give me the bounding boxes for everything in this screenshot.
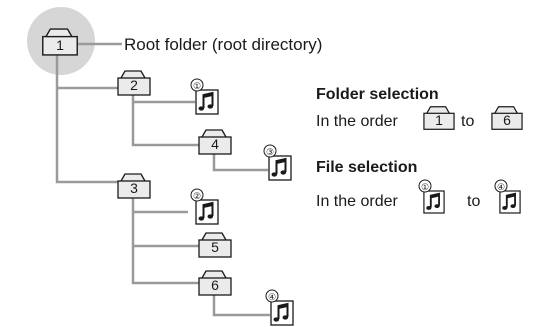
file-3: ③ <box>263 144 292 181</box>
music-file-icon <box>195 89 219 115</box>
folder-5: 5 <box>198 232 232 258</box>
legend-folder-to: 6 <box>503 112 511 128</box>
file-selection-to: to <box>467 193 480 210</box>
file-selection-title: File selection <box>316 159 417 176</box>
legend-file-to-mark: ④ <box>497 182 505 192</box>
folder-2-number: 2 <box>130 77 138 93</box>
music-file-icon <box>270 300 294 326</box>
file-1: ① <box>190 78 219 115</box>
folder-2: 2 <box>117 70 151 96</box>
root-folder-label: Root folder (root directory) <box>124 35 322 54</box>
tree-connector-lines <box>55 42 270 317</box>
folder-selection-title: Folder selection <box>316 86 439 103</box>
file-4: ④ <box>265 289 294 326</box>
music-file-icon <box>423 190 445 214</box>
folder-6: 6 <box>198 270 232 296</box>
music-file-icon <box>268 155 292 181</box>
folder-selection-prefix: In the order <box>316 113 399 130</box>
folder-4: 4 <box>198 129 232 155</box>
legend-file-from-mark: ① <box>421 182 429 192</box>
folder-4-number: 4 <box>211 136 219 152</box>
music-file-icon <box>195 199 219 225</box>
file-4-mark: ④ <box>268 292 276 302</box>
legend-file-selection: File selection In the order ① to ④ <box>316 159 521 214</box>
folder-5-number: 5 <box>211 239 219 255</box>
legend-folder-selection: Folder selection In the order 1 to 6 <box>316 86 523 130</box>
root-folder-number: 1 <box>56 37 64 53</box>
folder-6-number: 6 <box>211 277 219 293</box>
file-3-mark: ③ <box>266 147 274 157</box>
file-1-mark: ① <box>193 81 201 91</box>
file-2: ② <box>190 188 219 225</box>
folder-3-number: 3 <box>130 180 138 196</box>
folder-selection-to: to <box>461 113 474 130</box>
file-2-mark: ② <box>193 191 201 201</box>
legend-folder-from: 1 <box>435 112 443 128</box>
folder-3: 3 <box>117 173 151 199</box>
music-file-icon <box>499 190 521 214</box>
file-selection-prefix: In the order <box>316 193 399 210</box>
root-folder: 1 <box>42 28 78 56</box>
